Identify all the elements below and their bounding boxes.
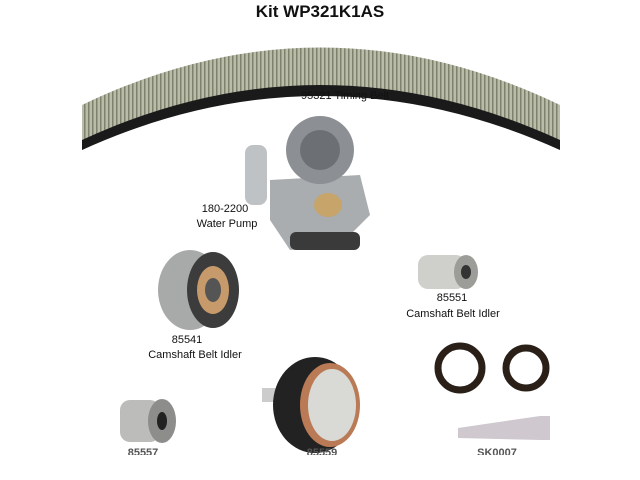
- tensioner-85559-image: [262, 357, 360, 453]
- seals-image: [434, 342, 550, 394]
- water-pump-image: [245, 116, 370, 250]
- idler-85551-image: [418, 255, 478, 289]
- tensioner-85559-number: 85559: [306, 447, 338, 455]
- sealant-sk0007-number: SK0007: [477, 447, 517, 455]
- idler-85541-name: Camshaft Belt Idler: [148, 349, 242, 361]
- idler-85541-number: 85541: [171, 334, 203, 346]
- timing-belt-label: 95321 Timing Belt: [300, 90, 390, 102]
- kit-title: Kit WP321K1AS: [255, 2, 385, 21]
- water-pump-name: Water Pump: [196, 218, 258, 230]
- idler-85557-number: 85557: [127, 447, 159, 455]
- sealant-tube-image: [458, 416, 550, 440]
- idler-85551-number: 85551: [436, 292, 468, 304]
- idler-85551-name: Camshaft Belt Idler: [406, 308, 500, 320]
- timing-belt-image: [82, 47, 560, 150]
- water-pump-number: 180-2200: [201, 203, 249, 215]
- bottom-labels: 85557 85559 SK0007: [0, 444, 640, 455]
- idler-85541-image: [158, 250, 239, 330]
- idler-85557-image: [120, 399, 176, 443]
